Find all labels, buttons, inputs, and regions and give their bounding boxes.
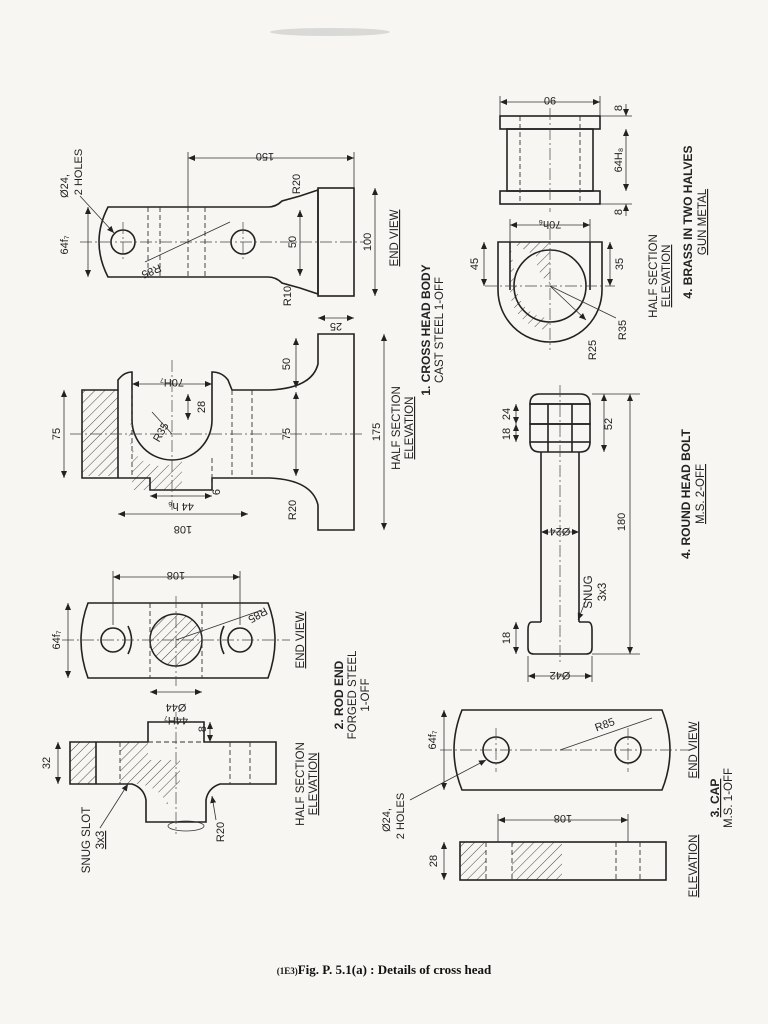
figure-caption: (1E3)Fig. P. 5.1(a) : Details of cross h… <box>0 962 768 978</box>
bolt-dia-42: Ø42 <box>550 669 571 681</box>
p1-half-section-label-2: ELEVATION <box>404 397 416 460</box>
p2-snug-size: 3x3 <box>95 831 107 850</box>
bolt-snug-size: 3x3 <box>597 583 609 602</box>
p2-dim-r20: R20 <box>215 822 227 842</box>
p2-dim-32: 32 <box>41 757 53 769</box>
p2-material-1: FORGED STEEL <box>347 650 359 739</box>
brass-bush-half-section <box>481 219 617 350</box>
cap-title: 3. CAP <box>708 779 722 818</box>
p1-half-section-label-1: HALF SECTION <box>391 386 403 470</box>
bolt-dim-24: 24 <box>501 408 513 420</box>
bush-dim-90: 90 <box>544 94 556 106</box>
cap-end-view-label: END VIEW <box>688 721 700 778</box>
round-head-bolt-view <box>513 385 640 682</box>
cap-hole-dia: Ø24, <box>381 808 393 832</box>
figure-prefix: (1E3) <box>276 966 298 976</box>
p2-material-2: 1-OFF <box>360 678 372 711</box>
cap-end-view <box>409 709 690 801</box>
p1-fit-44h6: 44 h₆ <box>168 500 194 512</box>
p1-hole-dia: Ø24, <box>59 174 71 198</box>
bush-dim-r35: R35 <box>617 320 629 340</box>
p2-half-section-label-2: ELEVATION <box>308 753 320 816</box>
p1-dim-50a: 50 <box>287 236 299 248</box>
bush-half-section-label-2: ELEVATION <box>661 245 673 308</box>
bolt-dim-180: 180 <box>616 513 628 531</box>
p2-snug-slot: SNUG SLOT <box>81 807 93 873</box>
round-head-bolt-group: 24 18 52 180 Ø24 18 Ø42 SNUG 3x3 4. ROUN… <box>501 385 707 682</box>
p2-dim-r85: R85 <box>246 604 269 624</box>
bush-dim-45: 45 <box>469 258 481 270</box>
brass-bush-group: 90 8 64H₈ 8 70h₆ 45 35 R35 R25 HALF SECT… <box>469 94 709 360</box>
bush-half-section-label-1: HALF SECTION <box>648 234 660 318</box>
bolt-dim-52: 52 <box>603 418 615 430</box>
p2-half-section-label-1: HALF SECTION <box>295 742 307 826</box>
p1-title: 1. CROSS HEAD BODY <box>419 264 433 395</box>
p1-hole-count: 2 HOLES <box>73 149 85 195</box>
bush-fit-70h6: 70h₆ <box>539 218 562 230</box>
p1-dim-150: 150 <box>256 150 274 162</box>
p2-title: 2. ROD END <box>332 660 346 729</box>
p2-end-view-label: END VIEW <box>295 611 307 668</box>
p1-dim-75a: 75 <box>51 428 63 440</box>
bolt-snug: SNUG <box>583 575 595 608</box>
p2-fit-44H7: 44H₇ <box>164 714 188 726</box>
rod-end-group: 108 R85 64f₇ Ø44 END VIEW 44H₇ 8 32 R20 … <box>41 569 372 873</box>
p1-dim-28: 28 <box>196 401 208 413</box>
p1-dim-50b: 50 <box>281 358 293 370</box>
p1-fit-70H7: 70H₇ <box>160 376 184 388</box>
bush-dim-r25: R25 <box>587 340 599 360</box>
brass-bush-elevation <box>499 96 632 216</box>
cap-elevation-label: ELEVATION <box>688 835 700 898</box>
bolt-dim-18a: 18 <box>501 428 513 440</box>
p2-dim-108: 108 <box>167 569 185 581</box>
cap-fit-64f7: 64f₇ <box>427 730 439 749</box>
p1-dim-108: 108 <box>174 523 192 535</box>
p1-dim-175: 175 <box>371 423 383 441</box>
p1-dim-6: 6 <box>211 489 223 495</box>
bush-dim-8a: 8 <box>613 105 625 111</box>
p1-dim-100: 100 <box>362 233 374 251</box>
bolt-title: 4. ROUND HEAD BOLT <box>679 428 693 558</box>
bolt-dia-24: Ø24 <box>550 525 571 537</box>
figure-caption-text: Fig. P. 5.1(a) : Details of cross head <box>297 962 492 977</box>
p1-dim-75b: 75 <box>281 428 293 440</box>
p1-end-view-label: END VIEW <box>389 209 401 266</box>
bush-fit-64H8: 64H₈ <box>613 148 625 173</box>
p1-dim-r20a: R20 <box>291 174 303 194</box>
bolt-material: M.S. 2-OFF <box>695 464 707 524</box>
cap-material: M.S. 1-OFF <box>723 768 735 828</box>
cap-elevation <box>441 814 667 881</box>
bush-material: GUN METAL <box>697 188 709 255</box>
bush-dim-8b: 8 <box>613 209 625 215</box>
bolt-dim-18b: 18 <box>501 632 513 644</box>
bush-dim-35: 35 <box>614 258 626 270</box>
p1-fit-64f7: 64f₇ <box>59 235 71 254</box>
scan-smudge <box>270 28 390 36</box>
cross-head-body-end-view <box>79 152 378 297</box>
p1-dim-25: 25 <box>330 320 342 332</box>
p1-dim-r35: R35 <box>151 421 171 444</box>
p2-dim-8: 8 <box>197 726 209 732</box>
bush-title: 4. BRASS IN TWO HALVES <box>681 145 695 298</box>
rod-end-half-section <box>55 712 277 834</box>
cross-head-body-group: 150 100 50 R20 R10 Ø24, 2 HOLES 64f₇ R85… <box>51 149 446 535</box>
cap-hole-count: 2 HOLES <box>395 793 407 839</box>
cap-dim-28: 28 <box>428 855 440 867</box>
cap-group: R85 64f₇ Ø24, 2 HOLES END VIEW 108 28 EL… <box>381 709 735 898</box>
cross-head-body-half-section <box>61 315 387 531</box>
p1-material: CAST STEEL 1-OFF <box>434 277 446 383</box>
p2-fit-64f7: 64f₇ <box>51 630 63 649</box>
p2-dia-44: Ø44 <box>166 701 187 713</box>
rod-end-end-view <box>62 571 290 695</box>
p1-dim-r10: R10 <box>282 286 294 306</box>
cap-dim-108: 108 <box>554 812 572 824</box>
p1-dim-r20b: R20 <box>287 500 299 520</box>
